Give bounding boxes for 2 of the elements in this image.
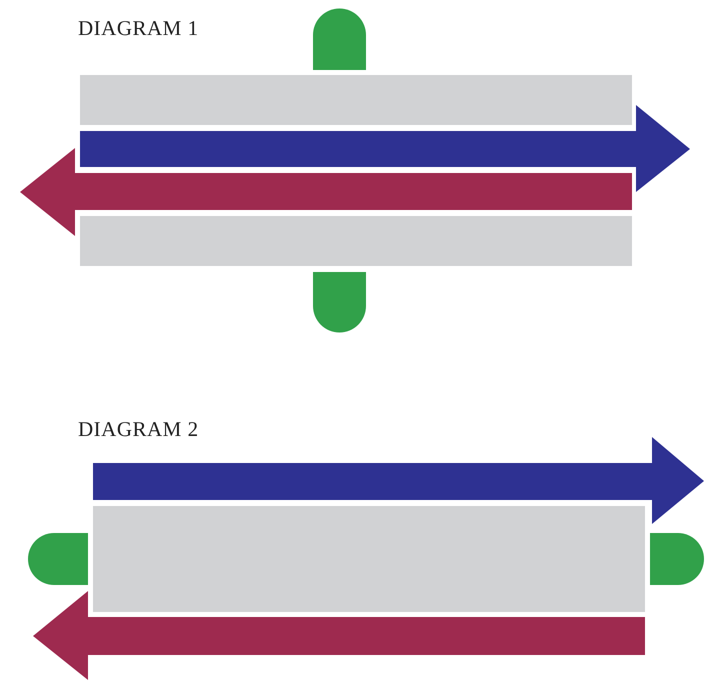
diagram-label: DIAGRAM 2 <box>78 417 199 442</box>
diagram-label: DIAGRAM 1 <box>78 16 199 41</box>
